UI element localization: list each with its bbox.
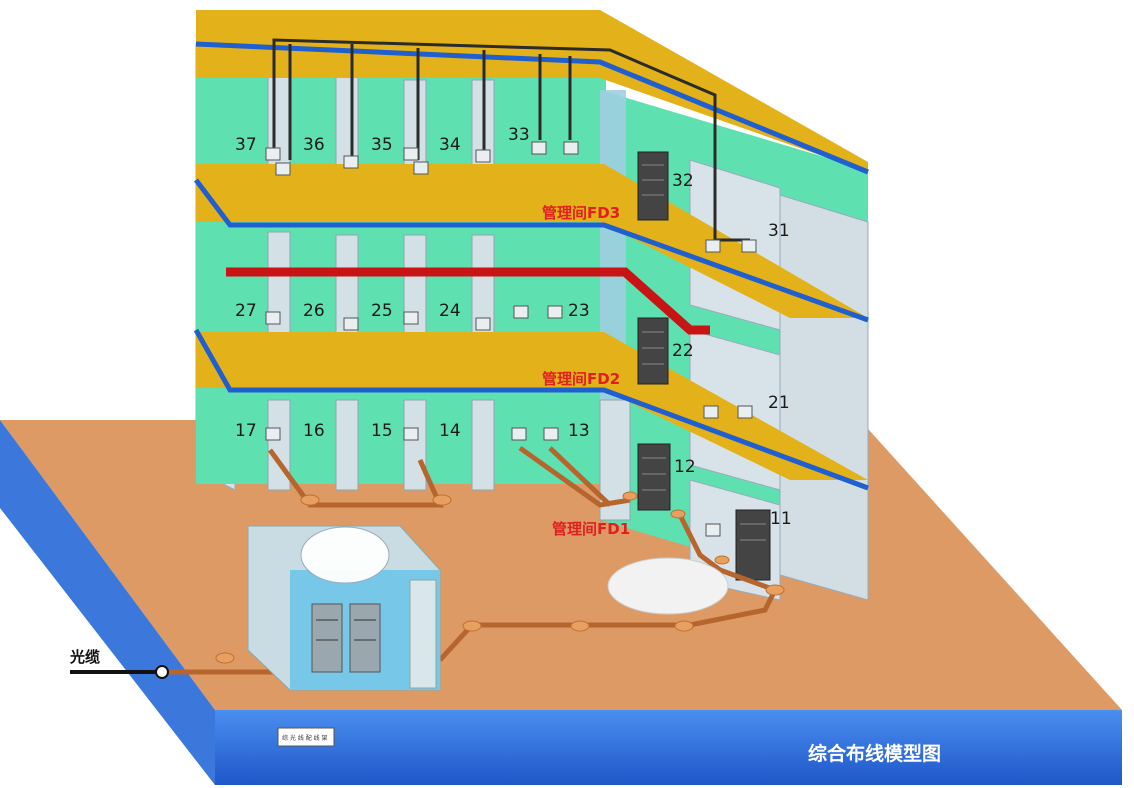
room-number: 22 bbox=[672, 341, 694, 361]
room-number: 35 bbox=[371, 135, 393, 155]
room-number: 15 bbox=[371, 421, 393, 441]
room-number: 27 bbox=[235, 301, 257, 321]
small-sign-text: 综 光 线 配 线 架 bbox=[282, 734, 328, 742]
room-number: 12 bbox=[674, 457, 696, 477]
room-number: 17 bbox=[235, 421, 257, 441]
room-number: 32 bbox=[672, 171, 694, 191]
room-number: 14 bbox=[439, 421, 461, 441]
outside-cable-label: 光缆 bbox=[69, 648, 100, 666]
room-number: 36 bbox=[303, 135, 325, 155]
room-number: 25 bbox=[371, 301, 393, 321]
room-number: 16 bbox=[303, 421, 325, 441]
entrance-room bbox=[248, 526, 440, 690]
room-number: 11 bbox=[770, 509, 792, 529]
room-number: 34 bbox=[439, 135, 461, 155]
diagram-title: 综合布线模型图 bbox=[808, 742, 941, 765]
closet-label-fd3: 管理间FD3 bbox=[542, 204, 620, 222]
room-number: 23 bbox=[568, 301, 590, 321]
room-number: 37 bbox=[235, 135, 257, 155]
rack-room-11 bbox=[736, 510, 770, 580]
room-number: 13 bbox=[568, 421, 590, 441]
rack-fd2 bbox=[638, 318, 668, 384]
closet-label-fd1: 管理间FD1 bbox=[552, 520, 630, 538]
room-number: 26 bbox=[303, 301, 325, 321]
closet-label-fd2: 管理间FD2 bbox=[542, 370, 620, 388]
rack-fd1 bbox=[638, 444, 670, 510]
room-number: 21 bbox=[768, 393, 790, 413]
room-number: 31 bbox=[768, 221, 790, 241]
room-number: 24 bbox=[439, 301, 461, 321]
highlight-cloud bbox=[608, 558, 728, 614]
room-number: 33 bbox=[508, 125, 530, 145]
small-sign: 综 光 线 配 线 架 bbox=[278, 728, 334, 746]
rack-fd3 bbox=[638, 152, 668, 220]
